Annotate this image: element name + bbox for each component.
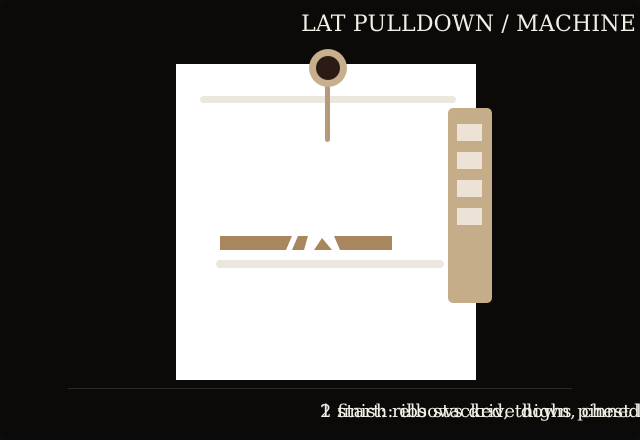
machine-cable (325, 82, 330, 142)
pulldown-bar (220, 236, 392, 250)
caption-line-a: 1 finish: elbows drive down, chest lifte… (320, 401, 640, 422)
caption-line-b: 2 start: ribs stacked, thighs pinned (320, 401, 640, 422)
exercise-caption: 1 finish: elbows drive down, chest lifte… (320, 401, 640, 427)
caption-divider (68, 388, 572, 389)
pulley-wheel (309, 49, 347, 87)
weight-plate (457, 180, 482, 197)
exercise-title: LAT PULLDOWN / MACHINE (301, 12, 636, 37)
weight-plate (457, 208, 482, 225)
weight-plate (457, 124, 482, 141)
machine-seat (216, 260, 444, 268)
bar-grip-left (286, 236, 298, 250)
bar-grip-center (304, 236, 340, 250)
weight-plate (457, 152, 482, 169)
weight-stack (448, 108, 492, 303)
pulley-hub (316, 56, 340, 80)
